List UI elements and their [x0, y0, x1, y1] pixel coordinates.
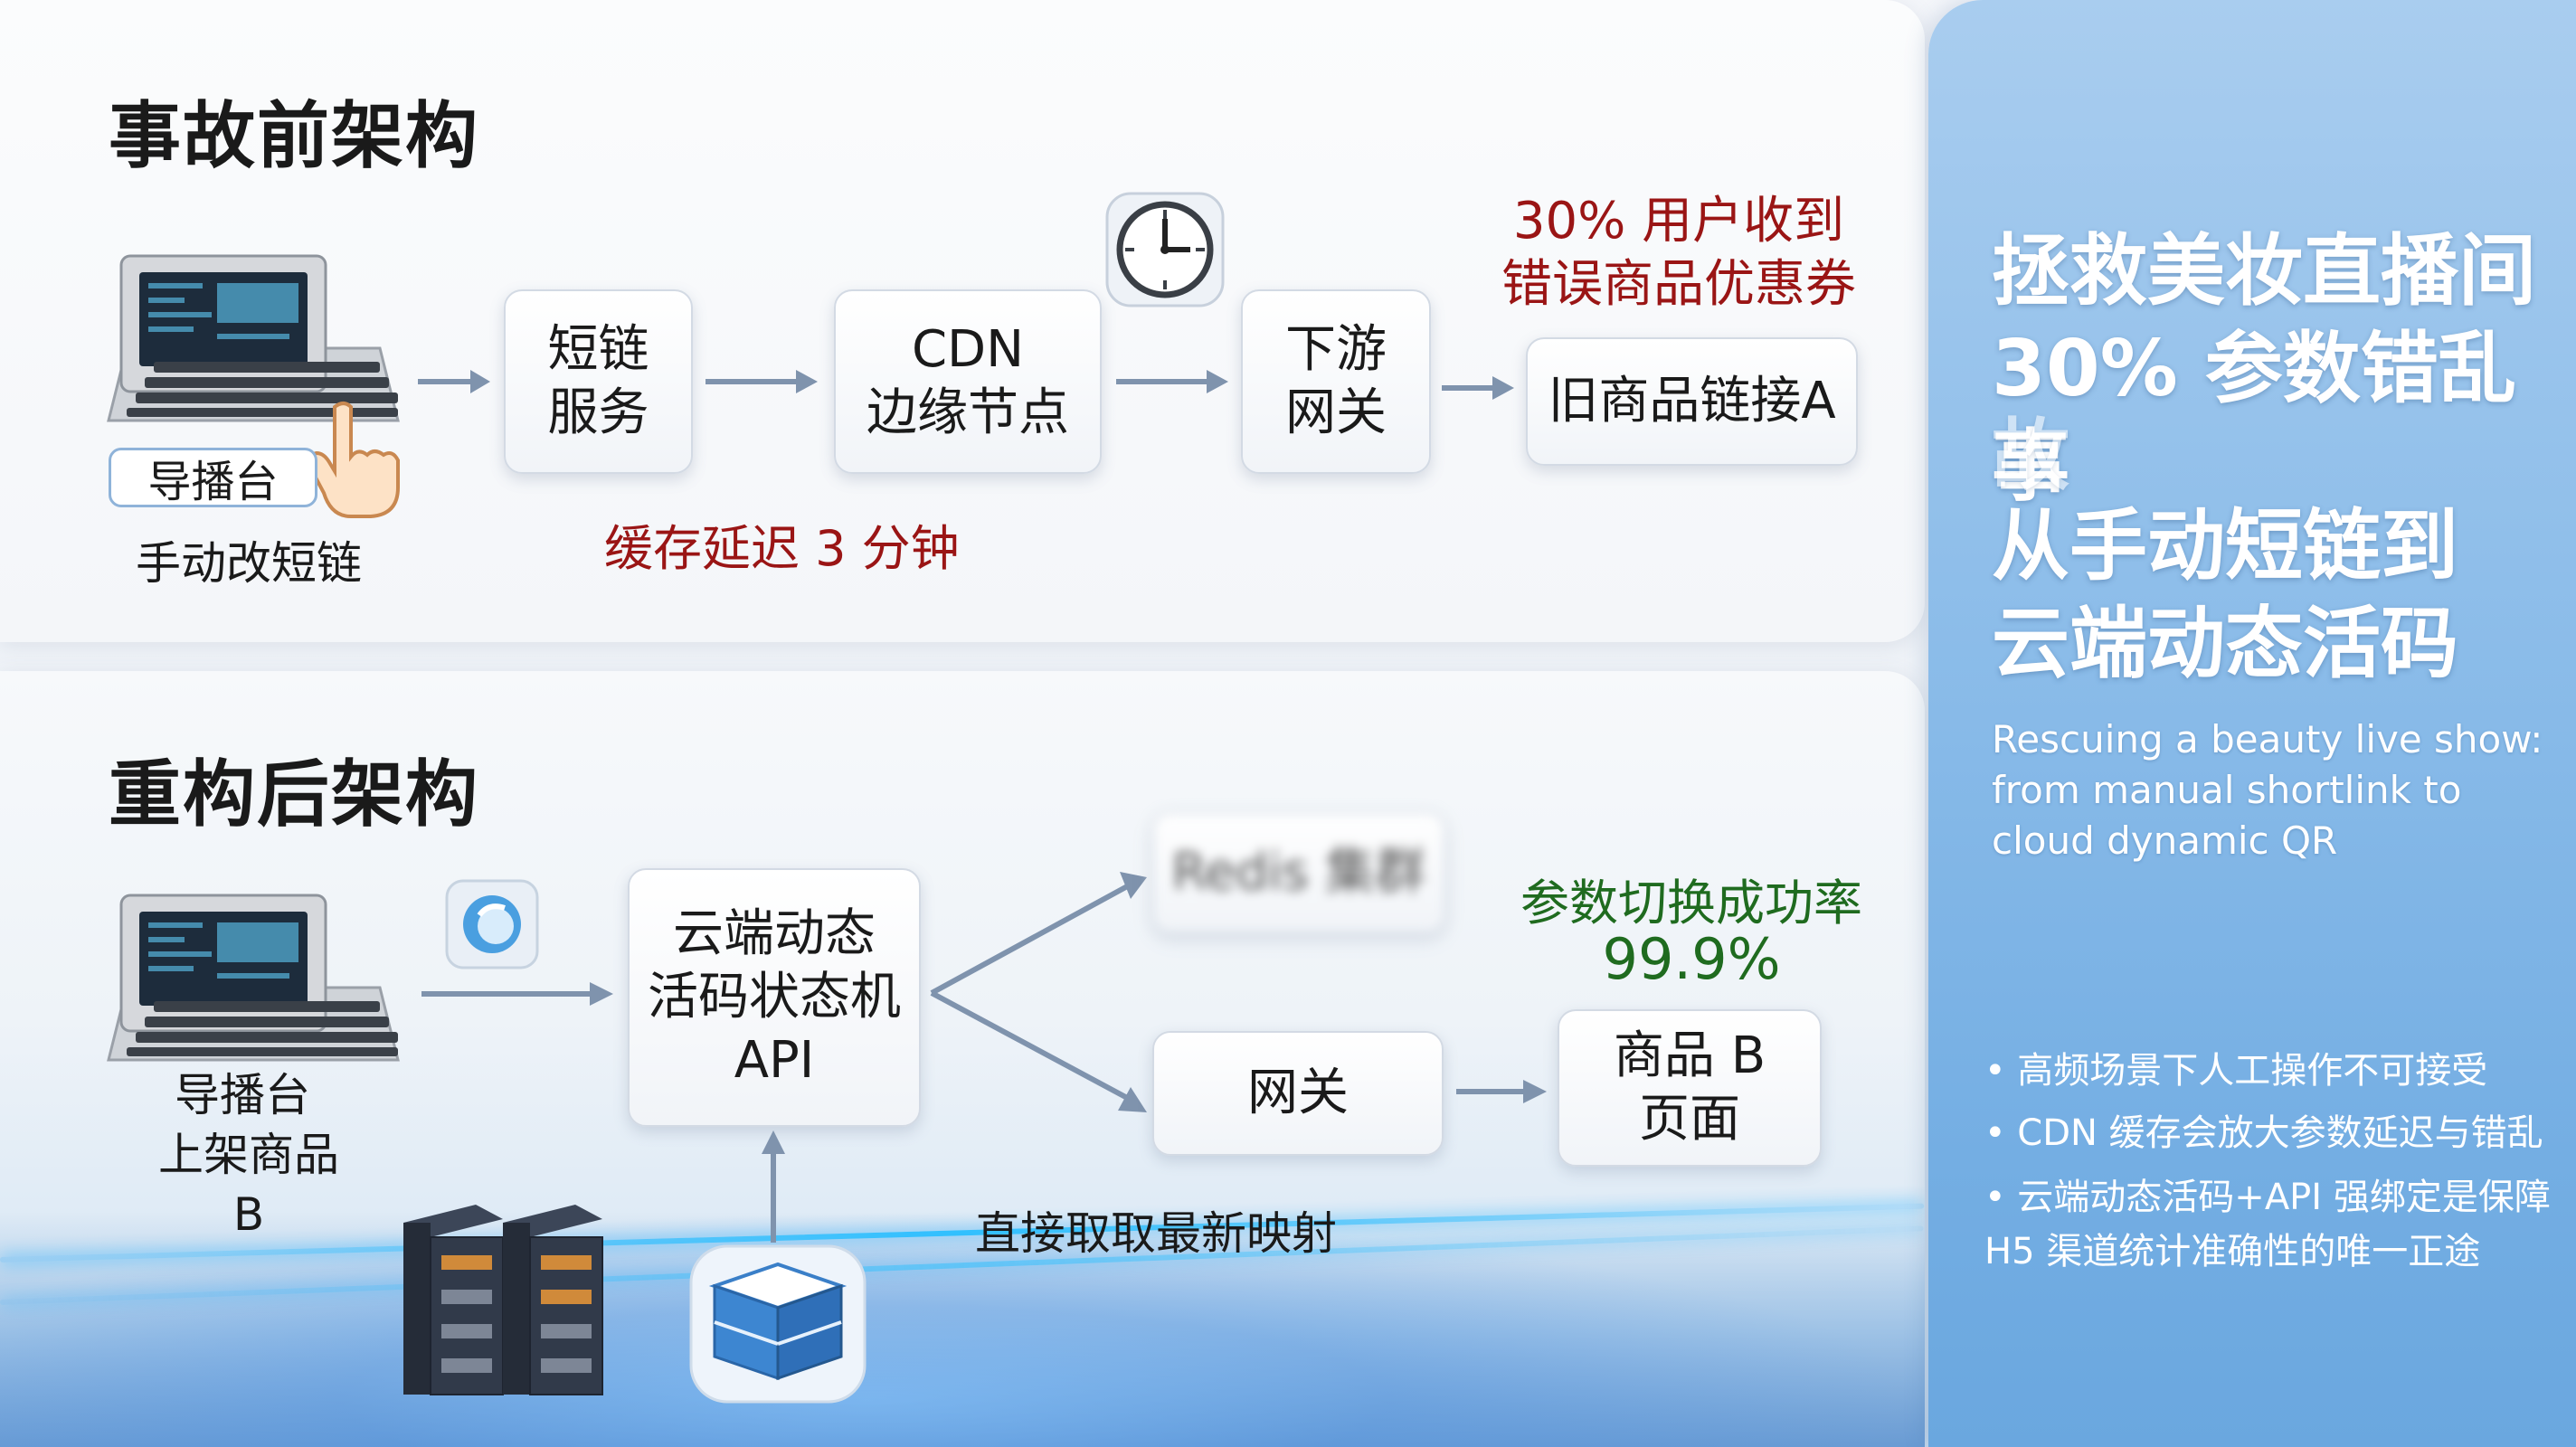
- before-title: 事故前架构: [109, 94, 479, 178]
- error-note: 30% 用户收到 错误商品优惠券: [1501, 192, 1856, 314]
- sidebar-bullets: • 高频场景下人工操作不可接受 • CDN 缓存会放大参数延迟与错乱 • 云端动…: [1984, 1040, 2563, 1279]
- sidebar-title-line: 从手动短链到: [1992, 501, 2458, 591]
- success-rate-value: 99.9%: [1602, 926, 1781, 992]
- console-label: 导播台: [109, 448, 317, 507]
- arrow-console-to-api: [421, 982, 613, 1006]
- after-title: 重构后架构: [109, 752, 479, 837]
- before-architecture-panel: 事故前架构 导播台 手动改短链 短链 服务 CDN 边缘节点 下游 网关 旧商品…: [0, 0, 1925, 642]
- shield-icon: [445, 879, 539, 969]
- dynamic-qr-api-node: 云端动态 活码状态机 API: [628, 868, 921, 1127]
- cache-delay-note: 缓存延迟 3 分钟: [604, 520, 960, 577]
- water-background: [0, 1212, 1925, 1447]
- clock-icon: [1105, 192, 1225, 307]
- database-cube-icon: [689, 1244, 867, 1404]
- sidebar-bullet: • 云端动态活码+API 强绑定是保障 H5 渠道统计准确性的唯一正途: [1984, 1177, 2551, 1272]
- sidebar-subtitle-en: Rescuing a beauty live show: from manual…: [1992, 717, 2543, 863]
- console-icon: [107, 254, 400, 422]
- product-b-page-node: 商品 B 页面: [1558, 1009, 1822, 1167]
- server-rack-icon: [403, 1205, 603, 1395]
- direct-fetch-note: 直接取取最新映射: [975, 1207, 1337, 1260]
- cdn-edge-node: CDN 边缘节点: [834, 289, 1102, 474]
- arrow-console-to-shortlink: [418, 370, 490, 393]
- sidebar-title-line: 30% 参数错乱事: [1992, 324, 2516, 512]
- arrow-api-branches: [930, 872, 1147, 1112]
- arrow-db-to-api: [762, 1130, 785, 1243]
- old-product-link-node: 旧商品链接A: [1526, 337, 1858, 466]
- console-label: 导播台: [175, 1069, 310, 1121]
- downstream-gateway-node: 下游 网关: [1241, 289, 1431, 474]
- sidebar-bullet: • 高频场景下人工操作不可接受: [1984, 1050, 2488, 1092]
- arrow-gateway-to-oldlink: [1442, 376, 1514, 400]
- sidebar-title-line: 故: [1992, 411, 2069, 501]
- sidebar-title-line: 云端动态活码: [1992, 599, 2458, 689]
- sidebar-panel: 拯救美妆直播间 30% 参数错乱事 故 从手动短链到 云端动态活码 Rescui…: [1928, 0, 2576, 1447]
- after-architecture-panel: 重构后架构 导播台 上架商品 B 云端动态 活码状态机 API Redis: [0, 671, 1925, 1447]
- sidebar-bullet: • CDN 缓存会放大参数延迟与错乱: [1984, 1112, 2543, 1154]
- redis-cluster-node: Redis 集群: [1152, 812, 1445, 933]
- gateway-node: 网关: [1152, 1031, 1444, 1156]
- sidebar-title-line: 拯救美妆直播间: [1992, 226, 2536, 317]
- arrow-gateway-to-product: [1456, 1080, 1547, 1103]
- hand-pointer-icon: [307, 402, 400, 518]
- arrow-cdn-to-gateway: [1116, 370, 1228, 393]
- success-rate-label: 参数切换成功率: [1520, 875, 1862, 932]
- console-caption: 手动改短链: [136, 537, 362, 590]
- console-icon: [107, 894, 400, 1062]
- arrow-shortlink-to-cdn: [706, 370, 818, 393]
- shortlink-service-node: 短链 服务: [504, 289, 693, 474]
- console-caption: 上架商品 B: [158, 1129, 339, 1241]
